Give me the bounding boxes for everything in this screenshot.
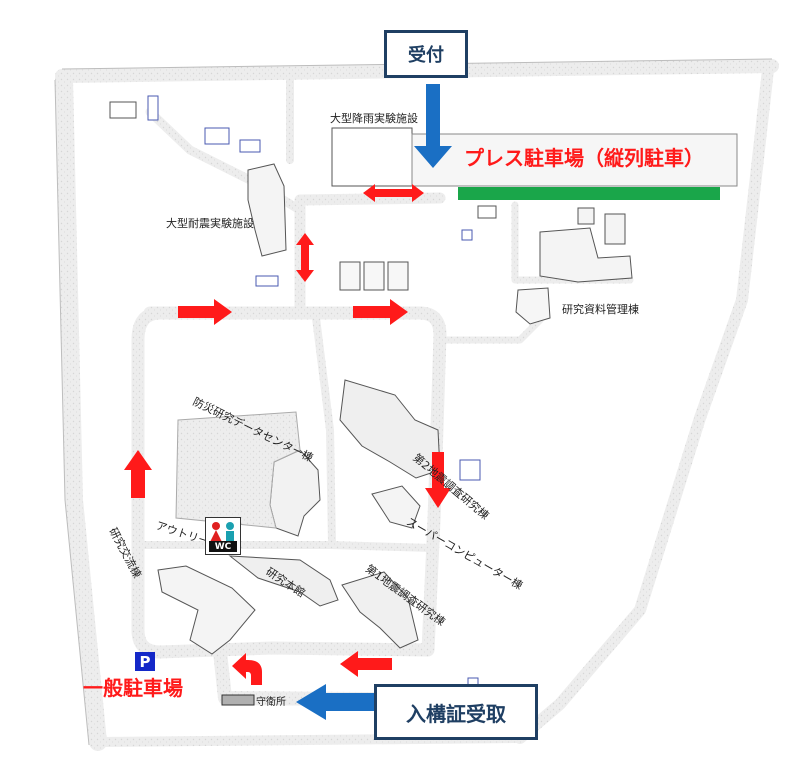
guard-house xyxy=(221,694,255,706)
supercomputer-building xyxy=(371,485,421,529)
survey-building-1 xyxy=(341,571,419,649)
small-building-4 xyxy=(477,205,497,219)
parking-badge: P xyxy=(135,652,155,671)
rain-facility-building xyxy=(331,127,413,187)
garage-3 xyxy=(387,261,409,291)
pass-pickup-arrow xyxy=(296,684,376,720)
east-branch-road xyxy=(436,316,544,344)
small-building-1 xyxy=(204,127,230,145)
east-shed xyxy=(459,459,481,481)
route-arrows xyxy=(124,184,451,685)
garage-2 xyxy=(363,261,385,291)
pass-pickup-callout: 入構証受取 xyxy=(374,684,538,740)
small-building-3 xyxy=(147,95,159,121)
exchange-building xyxy=(157,565,256,655)
west-perimeter-road xyxy=(55,71,107,751)
seismic-facility-label: 大型耐震実験施設 xyxy=(166,217,254,230)
route-arrow-gate-turn xyxy=(232,653,262,685)
seismic-building xyxy=(247,163,287,257)
guard-house-label: 守衛所 xyxy=(256,697,286,708)
east-perimeter-road xyxy=(514,64,774,744)
cross-road xyxy=(136,541,436,552)
research-block-a xyxy=(604,213,626,245)
survey-building-2 xyxy=(339,379,441,479)
route-arrow-seismic-road xyxy=(296,233,314,282)
garage-1 xyxy=(339,261,361,291)
research-block-b xyxy=(577,207,595,225)
route-arrow-west-up xyxy=(124,450,152,498)
data-center-field xyxy=(175,411,301,529)
reception-arrow xyxy=(414,84,452,168)
press-area-building xyxy=(411,133,738,187)
reception-callout: 受付 xyxy=(384,30,468,78)
press-parking-label: プレス駐車場（縦列駐車） xyxy=(464,146,704,170)
route-arrow-east-down xyxy=(425,452,451,508)
general-parking-label: 一般駐車場 xyxy=(83,676,183,700)
route-arrow-loop-east xyxy=(353,299,408,325)
archive-building xyxy=(515,287,551,325)
restroom-badge: WC xyxy=(205,517,241,555)
small-building-2 xyxy=(239,139,261,153)
restroom-label: WC xyxy=(209,541,237,552)
small-building-6 xyxy=(255,275,279,287)
route-arrow-north-road xyxy=(363,184,424,202)
center-divider-road xyxy=(312,314,336,549)
route-arrow-loop-west xyxy=(178,299,232,325)
archive-building-label: 研究資料管理棟 xyxy=(562,303,639,316)
restroom-icon xyxy=(210,522,234,542)
inner-loop-road xyxy=(131,306,447,659)
small-building-5 xyxy=(461,229,473,241)
research-complex xyxy=(539,227,633,283)
rain-facility-label: 大型降雨実験施設 xyxy=(330,112,418,125)
north-shed xyxy=(109,101,137,119)
route-arrow-south-left xyxy=(340,651,392,677)
press-parking-strip xyxy=(458,187,720,200)
main-building xyxy=(228,555,339,607)
